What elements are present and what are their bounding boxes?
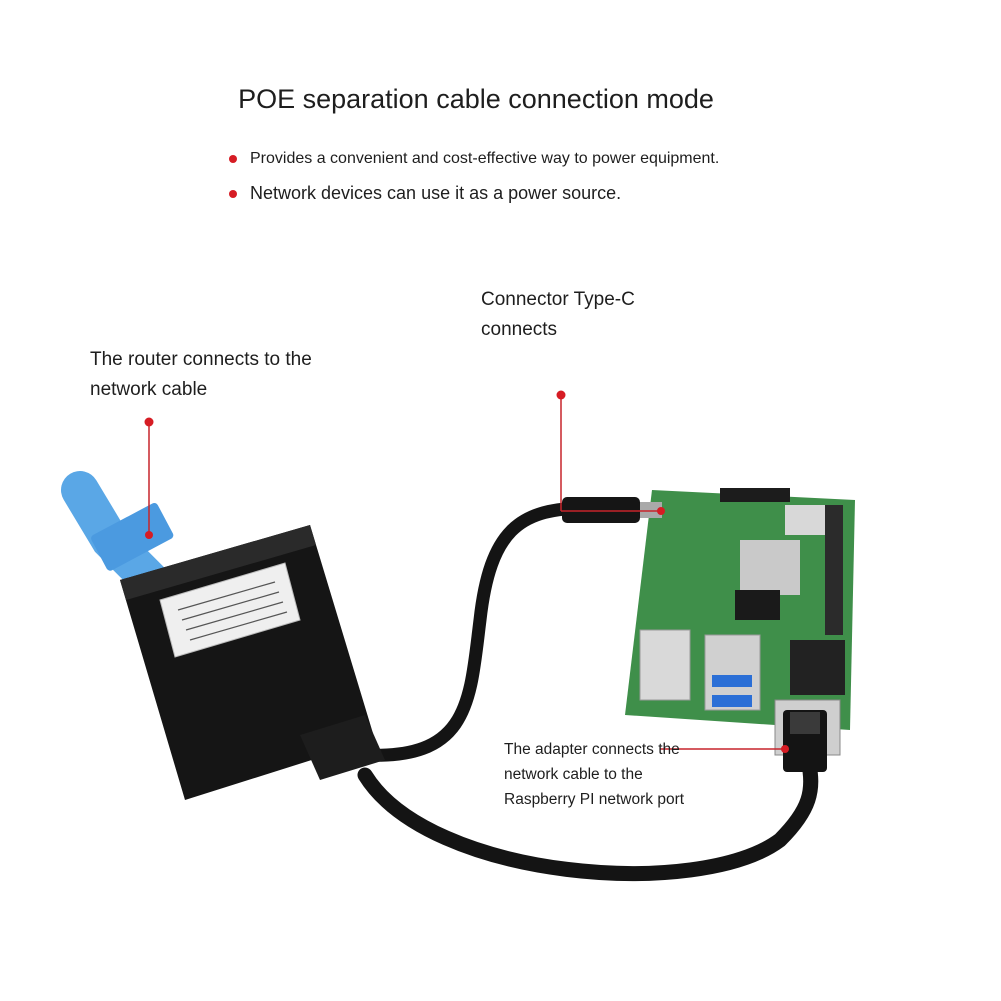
bullet-item-2: Network devices can use it as a power so… [229, 183, 621, 204]
bullet-text-1: Provides a convenient and cost-effective… [250, 150, 720, 167]
typec-callout-line-1: Connector Type-C [481, 289, 635, 310]
router-callout-label: The router connects to the network cable [90, 345, 390, 405]
adapter-callout-line-3: Raspberry PI network port [504, 791, 685, 808]
router-callout-line-2: network cable [90, 379, 208, 400]
bullet-dot-icon [229, 155, 237, 163]
bullet-item-1: Provides a convenient and cost-effective… [229, 150, 719, 168]
adapter-callout-leader [660, 745, 789, 753]
rj45-plug [783, 710, 827, 772]
type-c-cable [358, 501, 587, 762]
bullet-text-2: Network devices can use it as a power so… [250, 183, 622, 203]
adapter-callout-line-2: network cable to the [504, 766, 643, 783]
router-callout-leader [144, 417, 154, 539]
router-callout-line-1: The router connects to the [90, 349, 312, 370]
adapter-callout-label: The adapter connects the network cable t… [504, 737, 764, 812]
typec-callout-label: Connector Type-C connects [481, 285, 741, 345]
blue-network-cable [61, 471, 174, 599]
page-title: POE separation cable connection mode [238, 84, 714, 114]
adapter-callout-line-1: The adapter connects the [504, 741, 680, 758]
ethernet-output-cable [357, 752, 819, 881]
bullet-dot-icon [229, 189, 237, 198]
typec-callout-line-2: connects [481, 319, 558, 340]
poe-splitter-box [120, 525, 385, 800]
type-c-plug [562, 497, 662, 523]
typec-callout-leader [556, 390, 665, 515]
